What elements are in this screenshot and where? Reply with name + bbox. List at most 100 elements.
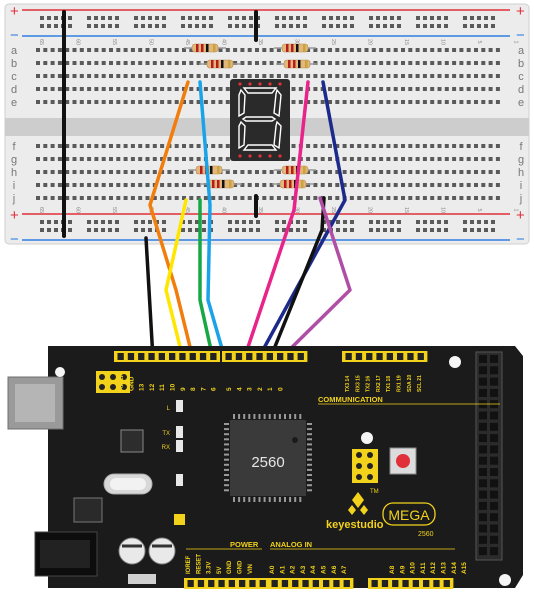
header-socket[interactable]	[479, 411, 487, 420]
header-socket[interactable]	[397, 353, 404, 360]
breadboard-hole	[138, 183, 143, 187]
header-socket[interactable]	[479, 456, 487, 465]
chip-pin	[233, 414, 235, 419]
header-socket[interactable]	[407, 353, 414, 360]
rail-hole	[275, 228, 279, 232]
header-socket[interactable]	[292, 580, 299, 587]
header-socket[interactable]	[249, 580, 256, 587]
header-socket[interactable]	[479, 377, 487, 386]
header-socket[interactable]	[228, 580, 235, 587]
column-number: 15	[403, 207, 409, 213]
header-socket[interactable]	[479, 388, 487, 397]
header-socket[interactable]	[490, 513, 498, 522]
header-socket[interactable]	[490, 434, 498, 443]
header-socket[interactable]	[127, 353, 135, 360]
header-socket[interactable]	[479, 513, 487, 522]
header-socket[interactable]	[479, 434, 487, 443]
header-socket[interactable]	[433, 580, 440, 587]
header-socket[interactable]	[490, 501, 498, 510]
row-letter: i	[13, 180, 15, 192]
header-socket[interactable]	[281, 580, 289, 587]
reset-button-cap[interactable]	[396, 454, 410, 468]
header-socket[interactable]	[490, 524, 498, 533]
header-socket[interactable]	[218, 580, 225, 587]
header-socket[interactable]	[412, 580, 419, 587]
breadboard-hole	[364, 100, 369, 104]
header-socket[interactable]	[381, 580, 389, 587]
header-socket[interactable]	[402, 580, 409, 587]
header-socket[interactable]	[490, 422, 498, 431]
header-socket[interactable]	[117, 353, 124, 360]
header-socket[interactable]	[199, 353, 207, 360]
header-socket[interactable]	[138, 353, 145, 360]
header-socket[interactable]	[479, 445, 487, 454]
led-power-icon	[176, 474, 183, 486]
header-socket[interactable]	[333, 580, 340, 587]
header-socket[interactable]	[490, 535, 498, 544]
header-socket[interactable]	[490, 377, 498, 386]
header-socket[interactable]	[479, 547, 487, 556]
header-socket[interactable]	[490, 411, 498, 420]
header-socket[interactable]	[366, 353, 373, 360]
header-socket[interactable]	[148, 353, 155, 360]
breadboard-hole	[481, 74, 486, 78]
row-letter: g	[11, 154, 17, 166]
header-socket[interactable]	[312, 580, 319, 587]
header-socket[interactable]	[479, 355, 487, 363]
header-socket[interactable]	[490, 468, 498, 476]
header-socket[interactable]	[479, 535, 487, 544]
header-socket[interactable]	[355, 353, 363, 360]
header-socket[interactable]	[479, 366, 487, 375]
header-socket[interactable]	[490, 547, 498, 556]
header-socket[interactable]	[197, 580, 205, 587]
header-socket[interactable]	[479, 490, 487, 499]
header-socket[interactable]	[266, 353, 273, 360]
header-socket[interactable]	[490, 388, 498, 397]
header-socket[interactable]	[225, 353, 232, 360]
header-socket[interactable]	[376, 353, 383, 360]
breadboard-hole	[36, 196, 40, 200]
header-socket[interactable]	[490, 490, 498, 499]
header-socket[interactable]	[479, 501, 487, 510]
header-socket[interactable]	[158, 353, 165, 360]
header-socket[interactable]	[277, 353, 284, 360]
header-socket[interactable]	[479, 524, 487, 533]
breadboard-hole	[357, 157, 362, 161]
header-socket[interactable]	[490, 479, 498, 488]
header-socket[interactable]	[239, 580, 246, 587]
header-socket[interactable]	[287, 353, 294, 360]
header-socket[interactable]	[490, 456, 498, 465]
header-socket[interactable]	[323, 580, 330, 587]
header-socket[interactable]	[208, 580, 215, 587]
header-socket[interactable]	[371, 580, 378, 587]
header-socket[interactable]	[235, 353, 243, 360]
header-socket[interactable]	[479, 479, 487, 488]
header-socket[interactable]	[490, 445, 498, 454]
header-socket[interactable]	[417, 353, 424, 360]
header-socket[interactable]	[479, 422, 487, 431]
chip-pin	[248, 497, 251, 502]
header-socket[interactable]	[490, 355, 498, 363]
header-socket[interactable]	[256, 353, 263, 360]
header-socket[interactable]	[386, 353, 393, 360]
header-socket[interactable]	[490, 366, 498, 375]
breadboard-hole	[57, 170, 62, 174]
header-socket[interactable]	[246, 353, 253, 360]
header-socket[interactable]	[443, 580, 450, 587]
header-socket[interactable]	[187, 580, 194, 587]
header-socket[interactable]	[479, 468, 487, 476]
header-socket[interactable]	[210, 353, 217, 360]
header-socket[interactable]	[423, 580, 430, 587]
header-socket[interactable]	[179, 353, 186, 360]
header-socket[interactable]	[345, 353, 352, 360]
header-socket[interactable]	[259, 580, 266, 587]
rail-hole	[209, 24, 213, 28]
header-socket[interactable]	[189, 353, 196, 360]
header-socket[interactable]	[302, 580, 309, 587]
header-socket[interactable]	[392, 580, 399, 587]
header-socket[interactable]	[169, 353, 176, 360]
header-socket[interactable]	[271, 580, 278, 587]
breadboard-hole	[408, 87, 413, 91]
header-socket[interactable]	[343, 580, 350, 587]
header-socket[interactable]	[297, 353, 304, 360]
